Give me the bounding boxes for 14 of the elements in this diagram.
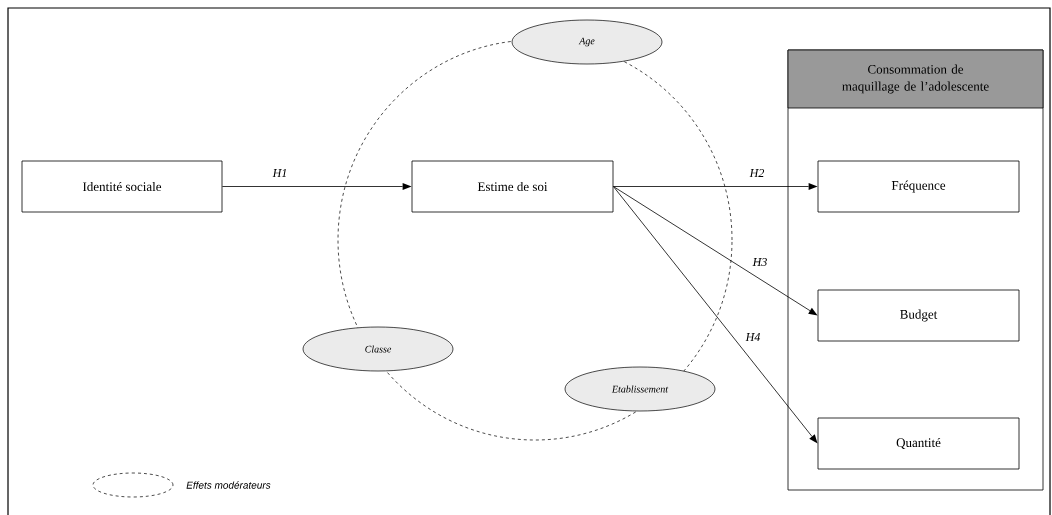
arrow: [613, 186, 818, 316]
box: Fréquence: [817, 160, 1020, 213]
legend-item: Effets modérateurs: [92, 472, 271, 498]
arrow: [613, 183, 818, 190]
edge-label: H2: [748, 168, 766, 178]
box: Estime de soi: [411, 160, 614, 213]
box: Budget: [817, 289, 1020, 342]
edge-label: H4: [744, 332, 762, 342]
edge-label: H1: [271, 168, 289, 178]
box: Quantité: [817, 417, 1020, 470]
arrow: [222, 183, 412, 190]
box: Identité sociale: [21, 160, 223, 213]
edge-label: H3: [751, 256, 769, 268]
arrow: [613, 186, 818, 444]
